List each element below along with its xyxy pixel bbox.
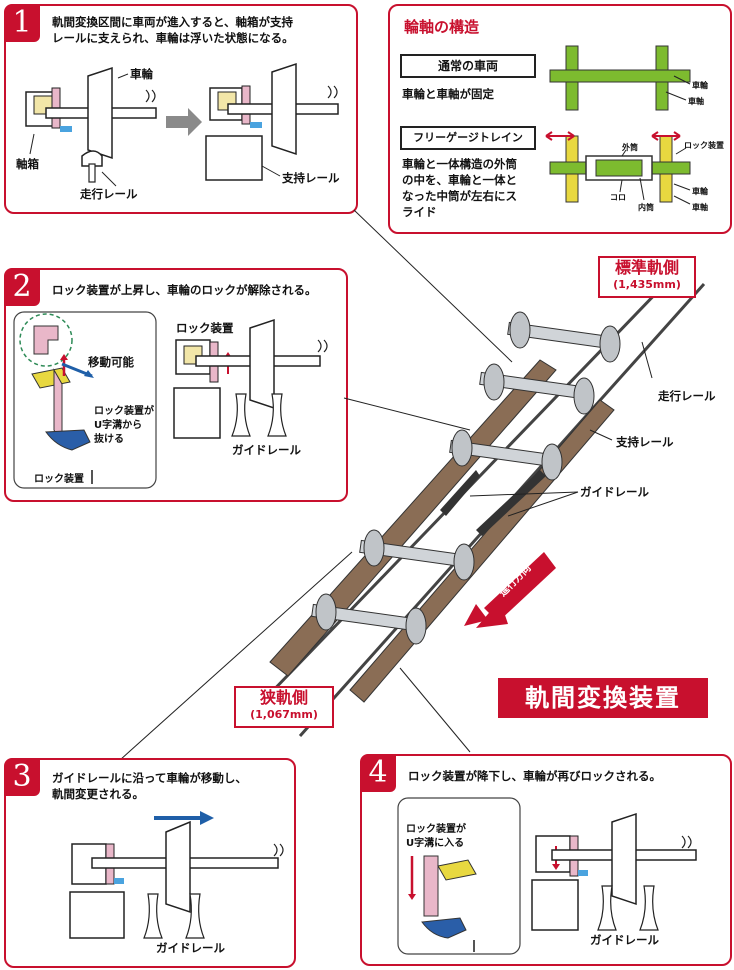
standard-gauge-mm: (1,435mm): [613, 278, 681, 291]
step-number-3: 3: [4, 758, 40, 796]
lock-device-bottom-label: ロック装置: [34, 474, 84, 485]
fgt-axle-label: 車軸: [692, 203, 708, 212]
guide-rail-label-4: ガイドレール: [590, 933, 659, 947]
inner-tube-label: 内筒: [638, 203, 654, 212]
panel-step-1: 1 軌間変換区間に車両が進入すると、軸箱が支持 レールに支えられ、車輪は浮いた状…: [4, 4, 358, 214]
narrow-gauge-box: 狭軌側 (1,067mm): [234, 686, 334, 728]
lock-note-3: 抜ける: [94, 434, 124, 445]
lock-note-2: U字溝から: [94, 420, 143, 431]
structure-title: 輪軸の構造: [404, 18, 480, 36]
panel-step-2: 2 ロック装置が上昇し、車輪のロックが解除される。 ロック装置 移動可能 ロック…: [4, 268, 348, 502]
step-3-caption-line2: 軌間変更される。: [52, 787, 144, 801]
lock-note-1: ロック装置が: [94, 406, 154, 417]
guide-rail-main-label: ガイドレール: [580, 485, 649, 499]
lock-device-label: ロック装置: [684, 141, 724, 150]
fgt-wheel-label: 車輪: [692, 187, 708, 196]
normal-wheel-label: 車輪: [692, 81, 708, 90]
standard-gauge-label: 標準軌側: [614, 258, 679, 277]
fgt-desc-2: の中を、車輪と一体と: [402, 173, 517, 187]
fgt-desc-3: なった中筒が左右にス: [402, 189, 517, 203]
step-1-caption-line1: 軌間変換区間に車両が進入すると、軸箱が支持: [52, 15, 294, 29]
normal-vehicle-title: 通常の車両: [400, 54, 536, 78]
fgt-title: フリーゲージトレイン: [400, 126, 536, 150]
normal-axle-label: 車軸: [688, 97, 704, 106]
panel-step-4: 4 ロック装置が降下し、車輪が再びロックされる。 ロック装置が U字溝に入る ガ…: [360, 754, 732, 966]
roller-label: コロ: [610, 193, 626, 202]
wheel-label: 車輪: [130, 67, 153, 81]
fgt-desc-4: ライド: [402, 205, 437, 219]
step-3-illustration: [69, 811, 284, 939]
outer-tube-label: 外筒: [622, 143, 638, 152]
gauge-changer-title: 軌間変換装置: [498, 678, 708, 718]
step-2-caption: ロック装置が上昇し、車輪のロックが解除される。: [52, 283, 317, 297]
guide-rail-label-2: ガイドレール: [232, 443, 301, 457]
step-4-caption: ロック装置が降下し、車輪が再びロックされる。: [408, 769, 661, 783]
step-number-4: 4: [360, 754, 396, 792]
step-1-illustration: [25, 62, 339, 187]
lock-device-label-top: ロック装置: [176, 321, 234, 335]
step-number-2: 2: [4, 268, 40, 306]
step-1-caption-line2: レールに支えられ、車輪は浮いた状態になる。: [52, 31, 294, 45]
narrow-gauge-label: 狭軌側: [259, 688, 308, 707]
running-rail-main-label: 走行レール: [658, 389, 716, 403]
axle-structure-panel: 輪軸の構造 通常の車両 車輪と車軸が固定 車輪 車軸 フリーゲージトレイン 車輪…: [388, 4, 732, 234]
step-2-illustration: [13, 311, 328, 489]
support-rail-main-label: 支持レール: [616, 435, 674, 449]
axle-structure-illustrations: [545, 45, 691, 205]
guide-rail-label-3: ガイドレール: [156, 941, 225, 955]
step-4-illustration: [397, 797, 697, 955]
axlebox-label: 軸箱: [16, 157, 39, 171]
lock-enter-note-1: ロック装置が: [406, 824, 466, 835]
step-3-caption-line1: ガイドレールに沿って車輪が移動し、: [52, 771, 247, 785]
standard-gauge-box: 標準軌側 (1,435mm): [598, 256, 696, 298]
fgt-desc-1: 車輪と一体構造の外筒: [402, 157, 517, 171]
normal-vehicle-desc: 車輪と車軸が固定: [402, 87, 494, 101]
panel-step-3: 3 ガイドレールに沿って車輪が移動し、 軌間変更される。 ガイドレール: [4, 758, 296, 968]
step-number-1: 1: [4, 4, 40, 42]
movable-label: 移動可能: [88, 355, 134, 369]
running-rail-label: 走行レール: [80, 187, 138, 201]
lock-enter-note-2: U字溝に入る: [406, 838, 465, 849]
narrow-gauge-mm: (1,067mm): [250, 708, 318, 721]
support-rail-label: 支持レール: [282, 171, 340, 185]
